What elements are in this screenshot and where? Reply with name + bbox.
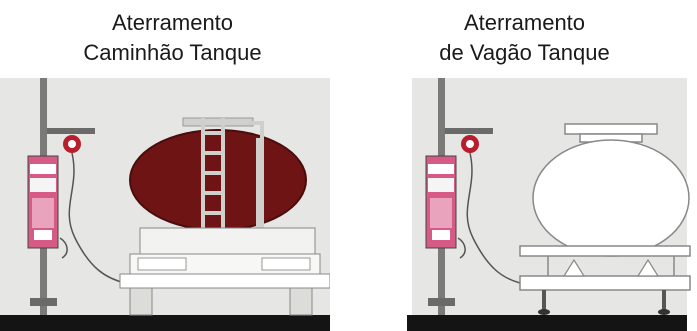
truck-grounding-title: Aterramento Caminhão Tanque	[0, 8, 345, 68]
truck-ground-bar	[0, 315, 330, 331]
railcar-grounding-panel: Aterramento de Vagão Tanque	[352, 0, 697, 331]
grounding-cable-left	[68, 152, 126, 284]
cable-reel-icon-left	[63, 135, 81, 153]
railcar-grounding-illustration	[407, 78, 691, 331]
railcar-grounding-title: Aterramento de Vagão Tanque	[352, 8, 697, 68]
cable-reel-icon-right	[461, 135, 479, 153]
railcar-title-line-2: de Vagão Tanque	[439, 40, 610, 65]
truck-grounding-illustration	[0, 78, 330, 331]
railcar-wheels	[538, 290, 670, 315]
truck-title-line-1: Aterramento	[111, 10, 234, 35]
grounding-monitor-device-left	[27, 155, 59, 249]
truck-chassis	[119, 227, 330, 316]
rail-tank-car	[519, 123, 691, 291]
truck-grounding-panel: Aterramento Caminhão Tanque	[0, 0, 345, 331]
railcar-title-line-1: Aterramento	[463, 10, 586, 35]
truck-title-line-2: Caminhão Tanque	[83, 40, 262, 65]
railcar-ground-bar	[407, 315, 687, 331]
grounding-cable-right	[466, 152, 521, 284]
grounding-monitor-device-right	[425, 155, 457, 249]
